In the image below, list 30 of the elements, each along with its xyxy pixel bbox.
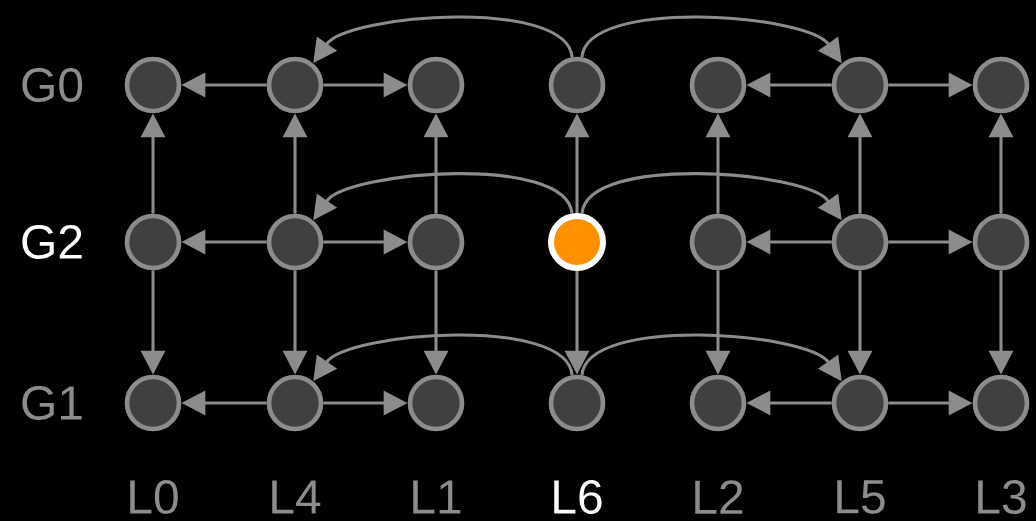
node-circle [266, 374, 324, 432]
node-circle [689, 213, 747, 271]
node-circle [407, 213, 465, 271]
node-circle [407, 56, 465, 114]
node-circle [407, 374, 465, 432]
row-label: G0 [22, 68, 83, 102]
column-label: L5 [837, 480, 885, 514]
row-label: G2 [22, 225, 82, 259]
column-label: L4 [272, 480, 321, 514]
node-circle [831, 374, 889, 432]
node-circle [266, 213, 324, 271]
column-label: L1 [413, 480, 461, 514]
node-circle [124, 56, 182, 114]
node-circle [831, 56, 889, 114]
column-label: L3 [978, 480, 1026, 514]
node-circle [689, 56, 747, 114]
node-circle [972, 56, 1030, 114]
node-circle [266, 56, 324, 114]
column-label: L2 [695, 480, 743, 514]
node-circle [124, 213, 182, 271]
node-circle [831, 213, 889, 271]
node-circle [972, 374, 1030, 432]
column-label: L0 [130, 480, 178, 514]
row-label: G1 [22, 386, 82, 420]
node-circle [548, 374, 606, 432]
node-circle [689, 374, 747, 432]
node-circle [124, 374, 182, 432]
column-label: L6 [554, 480, 602, 514]
node-circle [548, 56, 606, 114]
node-circle [972, 213, 1030, 271]
